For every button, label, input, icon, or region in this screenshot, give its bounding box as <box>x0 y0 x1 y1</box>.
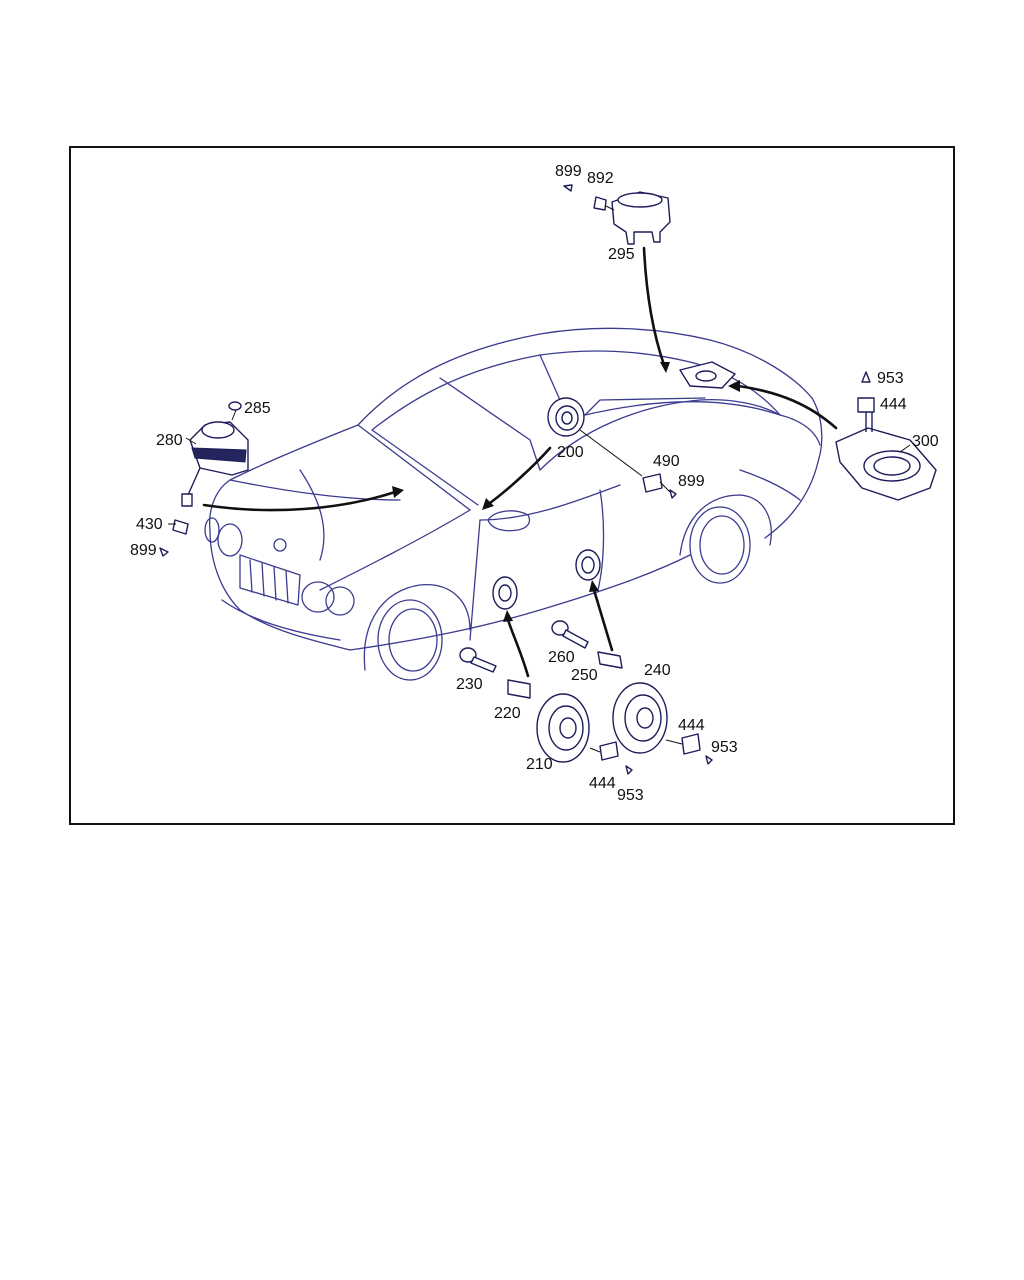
label-285: 285 <box>244 400 271 417</box>
label-444-bottom: 444 <box>589 775 616 792</box>
part-490-connector <box>642 473 677 499</box>
label-280: 280 <box>156 432 183 449</box>
leader-lines <box>168 205 911 753</box>
part-220-connector <box>507 679 531 699</box>
part-285-clip <box>228 401 242 411</box>
label-899-top: 899 <box>555 163 582 180</box>
assembly-arrows <box>202 246 838 678</box>
label-899-mid: 899 <box>678 473 705 490</box>
label-953-bottom: 953 <box>617 787 644 804</box>
label-295: 295 <box>608 246 635 263</box>
label-953-lower-right: 953 <box>711 739 738 756</box>
label-444-lower-right: 444 <box>678 717 705 734</box>
part-260-bolt <box>551 620 589 649</box>
label-899-left: 899 <box>130 542 157 559</box>
label-892: 892 <box>587 170 614 187</box>
label-430: 430 <box>136 516 163 533</box>
label-953-right: 953 <box>877 370 904 387</box>
label-220: 220 <box>494 705 521 722</box>
part-230-bolt <box>459 647 497 673</box>
part-labels: 899 892 295 285 280 430 899 200 490 899 … <box>130 163 939 804</box>
part-295-bracket <box>563 184 671 245</box>
label-200: 200 <box>557 444 584 461</box>
label-240: 240 <box>644 662 671 679</box>
label-250: 250 <box>571 667 598 684</box>
part-door-speaker-rear <box>575 549 601 581</box>
label-300: 300 <box>912 433 939 450</box>
part-rear-shelf-speaker <box>679 361 736 389</box>
part-door-speaker-front <box>492 576 518 610</box>
part-210-speaker <box>536 693 633 775</box>
label-490: 490 <box>653 453 680 470</box>
part-200-tweeter <box>547 397 585 437</box>
label-444-right: 444 <box>880 396 907 413</box>
part-240-speaker <box>612 682 713 765</box>
part-250-connector <box>597 651 623 669</box>
label-230: 230 <box>456 676 483 693</box>
label-260: 260 <box>548 649 575 666</box>
label-210: 210 <box>526 756 553 773</box>
part-300-enclosure <box>835 371 937 501</box>
part-280-speaker <box>159 421 249 557</box>
